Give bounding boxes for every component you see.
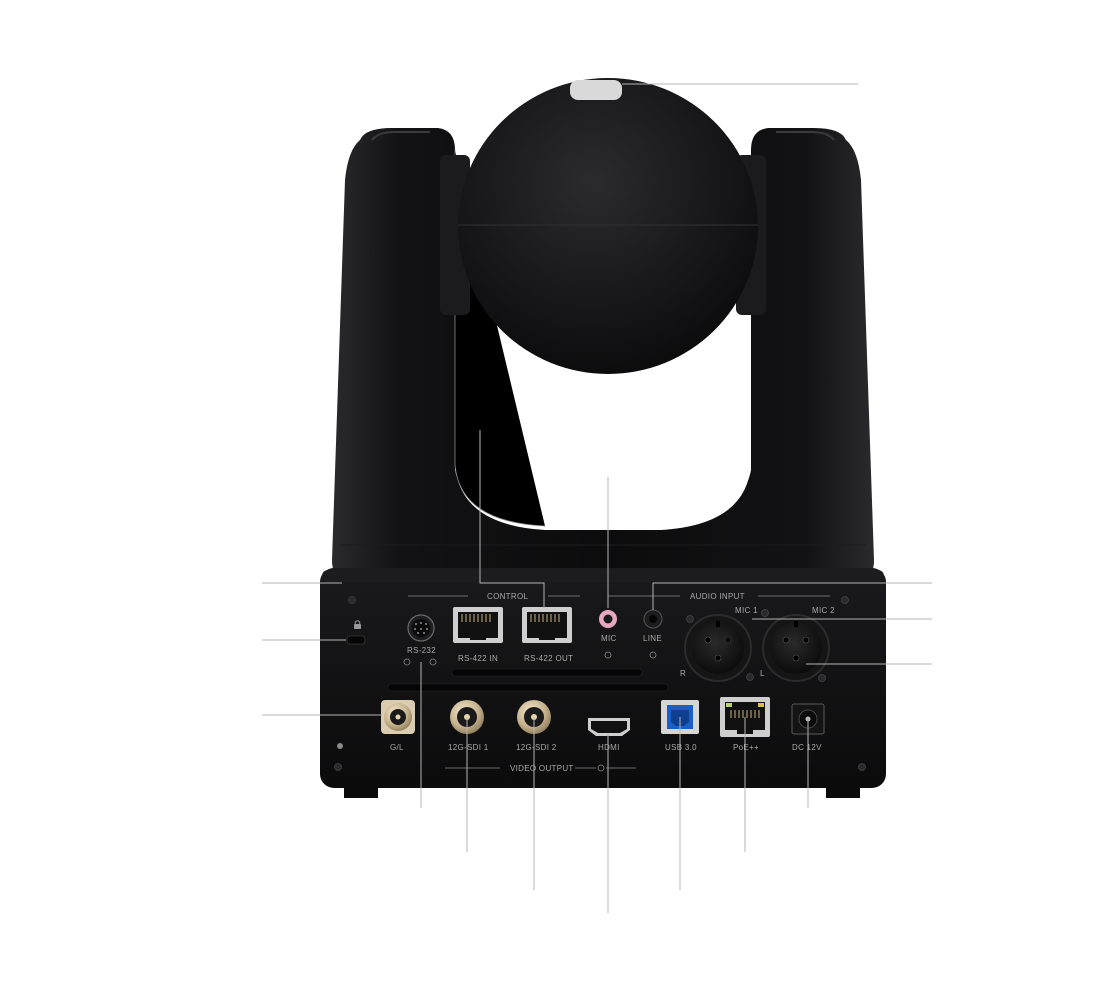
sdi2-label: 12G-SDI 2: [516, 743, 557, 752]
rs422-in-port[interactable]: [453, 607, 503, 643]
mic-jack[interactable]: [599, 610, 617, 628]
padlock-icon: [354, 620, 361, 629]
camera-head: [458, 78, 758, 374]
line-label: LINE: [643, 634, 662, 643]
tally-lamp: [570, 80, 622, 100]
rs422-out-label: RS-422 OUT: [524, 654, 573, 663]
audio-input-group-label: AUDIO INPUT: [690, 592, 745, 601]
hdmi-label: HDMI: [598, 743, 620, 752]
poe-label: PoE++: [733, 743, 759, 752]
sdi1-label: 12G-SDI 1: [448, 743, 489, 752]
dc-label: DC 12V: [792, 743, 822, 752]
rs422-out-port[interactable]: [522, 607, 572, 643]
mic-label: MIC: [601, 634, 617, 643]
mic2-label: MIC 2: [812, 606, 835, 615]
xlr-mic2-port[interactable]: [762, 614, 830, 682]
mic1-label: MIC 1: [735, 606, 758, 615]
rear-panel: CONTROL AUDIO INPUT VIDEO OUTPUT RS-232: [320, 568, 886, 798]
xlr-mic1-port[interactable]: [684, 614, 752, 682]
gl-bnc-port[interactable]: [381, 700, 415, 734]
rs232-port[interactable]: [407, 614, 435, 642]
security-slot[interactable]: [346, 620, 366, 645]
gl-label: G/L: [390, 743, 404, 752]
video-output-group-label: VIDEO OUTPUT: [510, 764, 574, 773]
callout-leader-lines: [262, 83, 932, 913]
mic1-side-label: R: [680, 669, 686, 678]
mic2-side-label: L: [760, 669, 765, 678]
vent-slots: [387, 668, 669, 692]
usb-label: USB 3.0: [665, 743, 697, 752]
line-jack[interactable]: [643, 609, 663, 629]
rs422-in-label: RS-422 IN: [458, 654, 498, 663]
hdmi-port[interactable]: [588, 718, 630, 736]
rs232-label: RS-232: [407, 646, 436, 655]
control-group-label: CONTROL: [487, 592, 528, 601]
